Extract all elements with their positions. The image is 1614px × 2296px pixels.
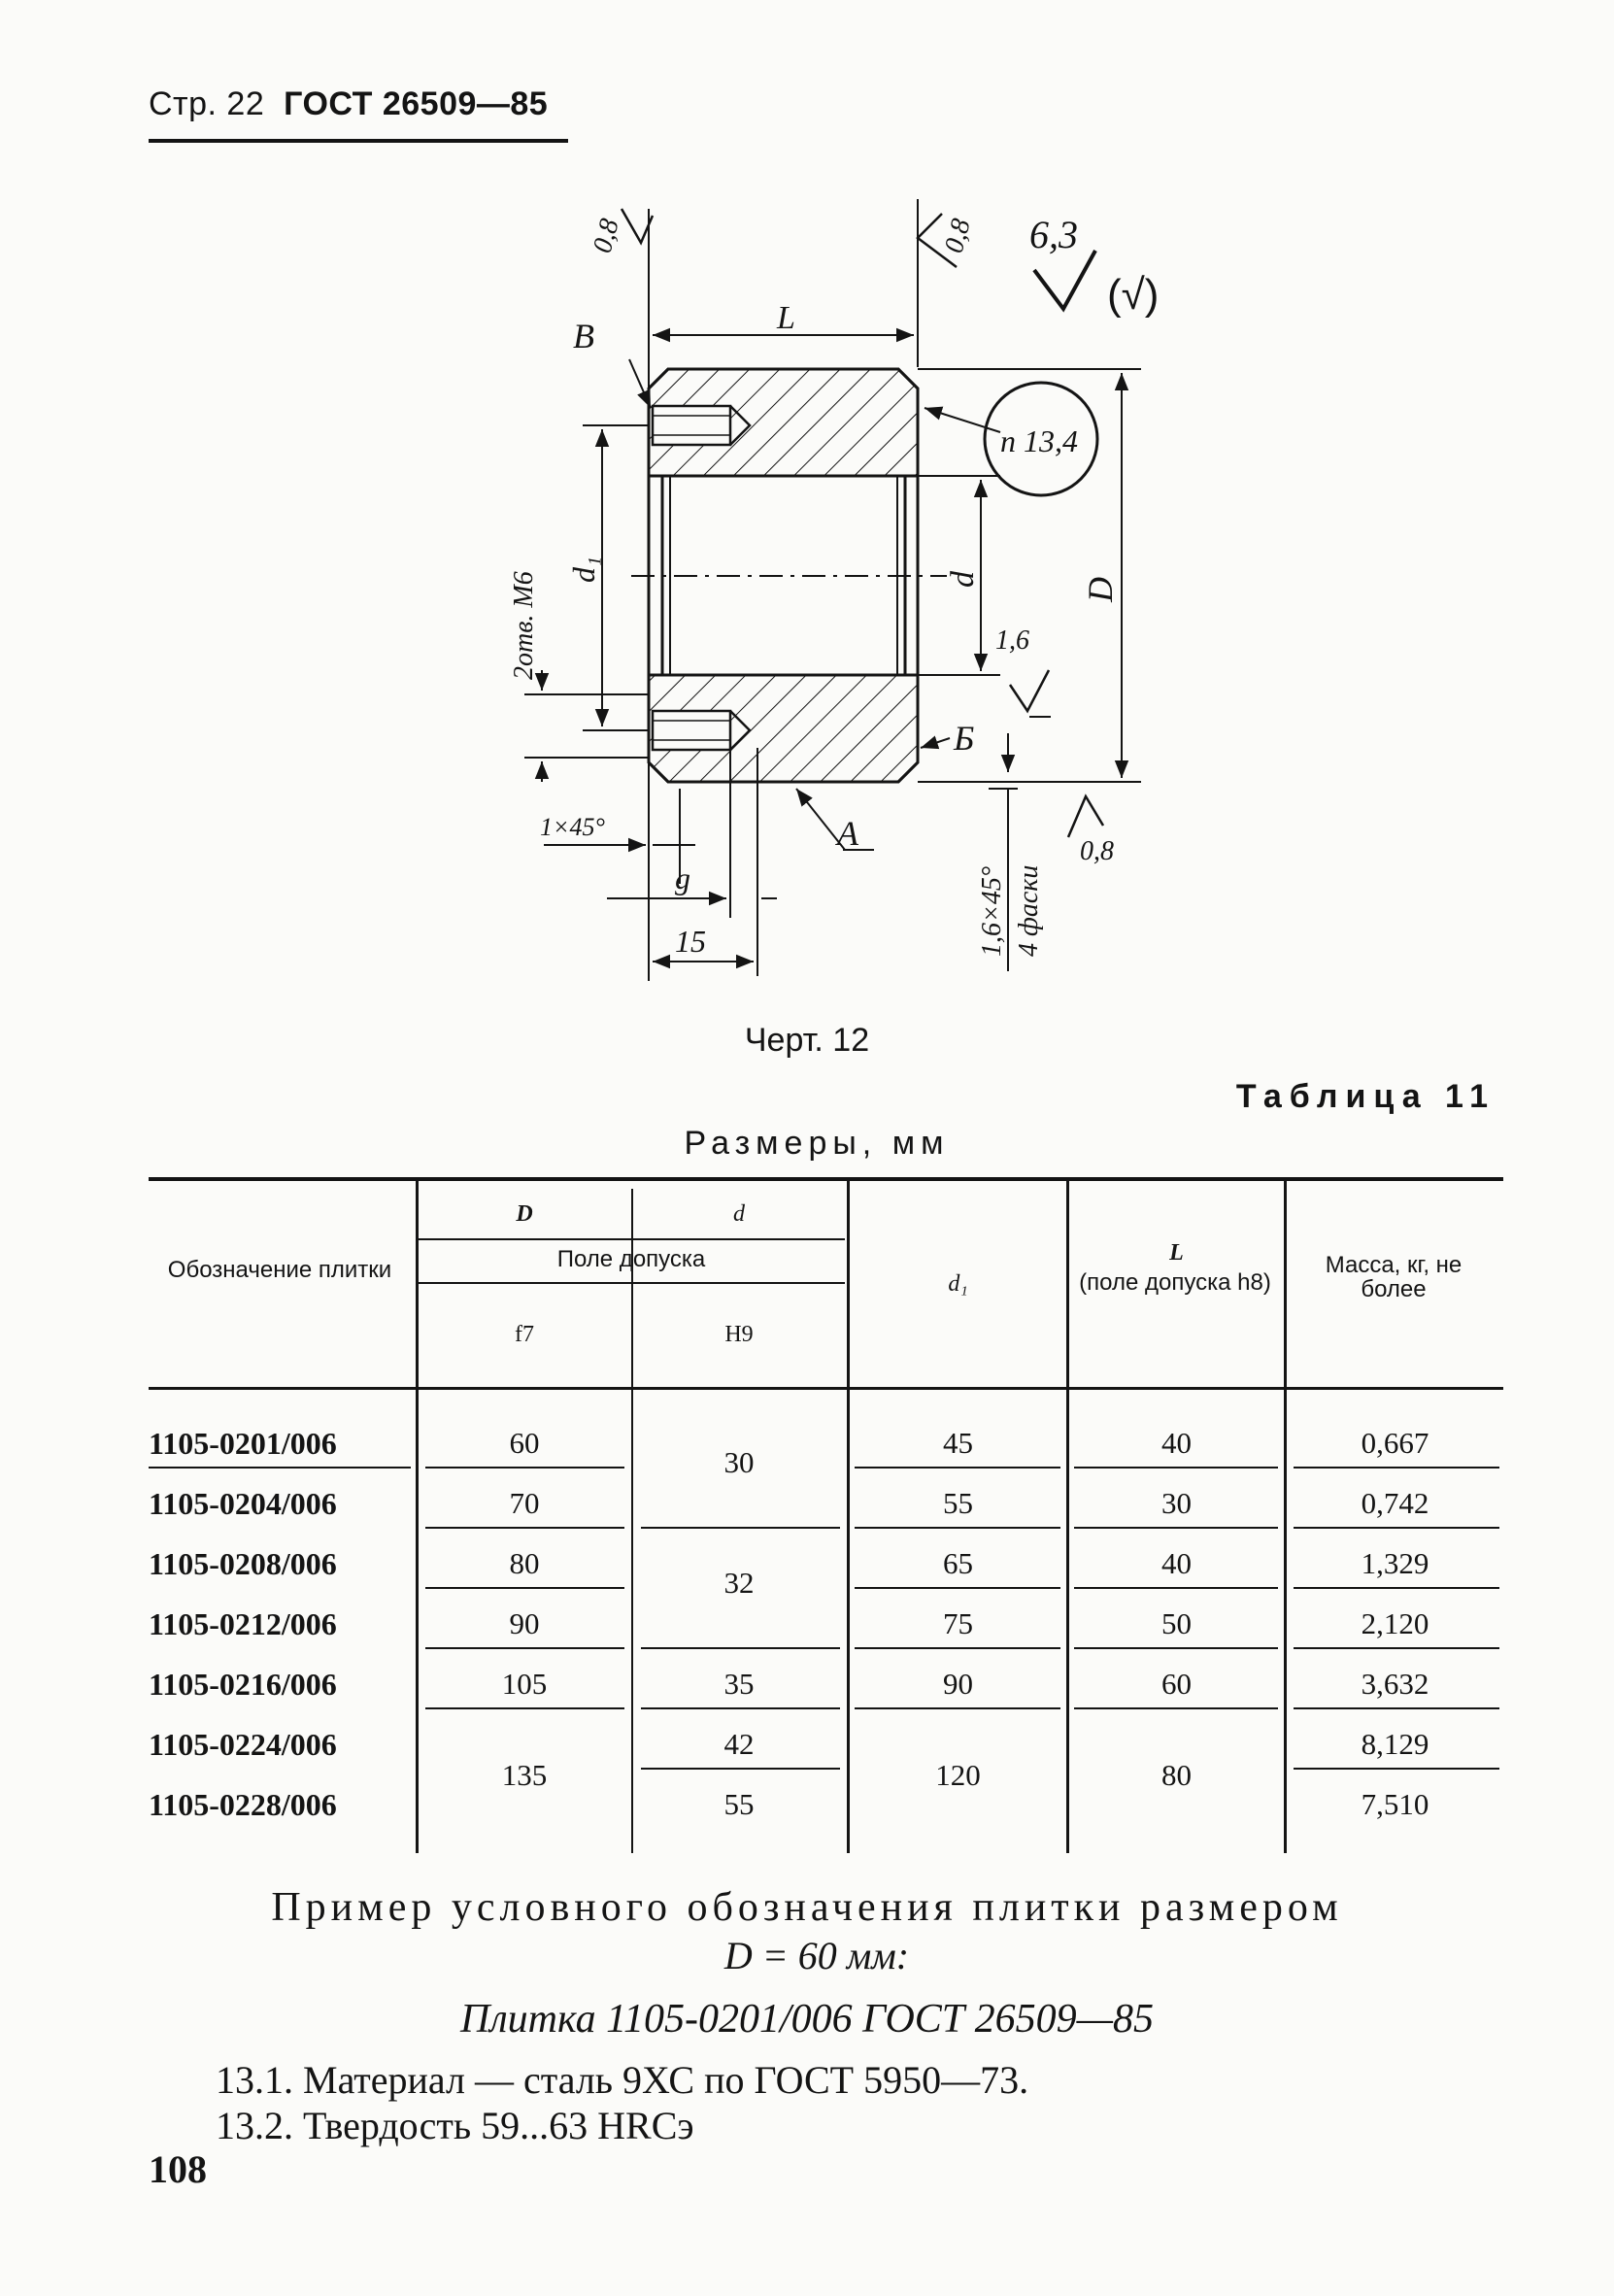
cell-L-5: 60 xyxy=(1161,1667,1192,1701)
table-header-rule xyxy=(149,1387,1503,1390)
cell-L-2: 30 xyxy=(1161,1486,1192,1520)
cell-D-3: 80 xyxy=(509,1546,540,1580)
label-d: d xyxy=(945,570,981,588)
cell-D-2: 70 xyxy=(509,1486,540,1520)
cell-L-6-7: 80 xyxy=(1161,1758,1192,1792)
row-designation-3: 1105-0208/006 xyxy=(149,1546,337,1581)
row-designation-2: 1105-0204/006 xyxy=(149,1486,337,1521)
label-D: D xyxy=(1081,577,1120,603)
label-B: Б xyxy=(953,719,974,758)
cell-d1-1: 45 xyxy=(943,1426,973,1460)
paragraph-13-1: 13.1. Материал — сталь 9ХС по ГОСТ 5950—… xyxy=(216,2058,1029,2102)
cell-mass-4: 2,120 xyxy=(1361,1606,1429,1640)
cell-L-4: 50 xyxy=(1161,1606,1192,1640)
page-number: 108 xyxy=(149,2147,207,2191)
label-rough-16: 1,6 xyxy=(995,625,1029,656)
cell-d1-5: 90 xyxy=(943,1667,973,1701)
row-designation-6: 1105-0224/006 xyxy=(149,1727,337,1762)
example-designation: Плитка 1105-0201/006 ГОСТ 26509—85 xyxy=(460,1997,1154,2042)
cell-D-4: 90 xyxy=(509,1606,540,1640)
cell-mass-6: 8,129 xyxy=(1361,1727,1429,1761)
figure-caption: Черт. 12 xyxy=(744,1022,870,1059)
page-label: Стр. 22 xyxy=(149,85,265,122)
cell-mass-5: 3,632 xyxy=(1361,1667,1429,1701)
cell-L-1: 40 xyxy=(1161,1426,1192,1460)
label-d1: d₁ xyxy=(566,557,601,583)
table-top-rule xyxy=(149,1177,1503,1181)
cell-d-6: 42 xyxy=(723,1727,755,1761)
row-designation-1: 1105-0201/006 xyxy=(149,1426,337,1461)
cell-L-3: 40 xyxy=(1161,1546,1192,1580)
label-15: 15 xyxy=(675,924,706,959)
roughness-symbol-right xyxy=(916,213,958,268)
row-designation-7: 1105-0228/006 xyxy=(149,1787,337,1822)
cell-d1-4: 75 xyxy=(943,1606,973,1640)
cell-D-6-7: 135 xyxy=(501,1758,548,1792)
cell-d1-3: 65 xyxy=(943,1546,973,1580)
cell-mass-1: 0,667 xyxy=(1361,1426,1429,1460)
paragraph-13-2: 13.2. Твердость 59...63 HRCэ xyxy=(216,2104,694,2147)
cell-mass-3: 1,329 xyxy=(1361,1546,1429,1580)
threaded-hole-top xyxy=(651,404,732,447)
table-units: Размеры, мм xyxy=(684,1125,950,1162)
label-V: В xyxy=(573,317,594,355)
bore xyxy=(660,474,907,677)
header-d: d xyxy=(733,1201,745,1227)
label-p134: п 13,4 xyxy=(1000,423,1078,458)
header-designation: Обозначение плитки xyxy=(167,1257,392,1283)
row-designation-4: 1105-0212/006 xyxy=(149,1606,337,1641)
page-header: Стр. 22 ГОСТ 26509—85 xyxy=(149,85,548,123)
label-rough-08-bottom: 0,8 xyxy=(1080,836,1114,866)
header-L-note: (поле допуска h8) xyxy=(1079,1269,1271,1296)
cell-d-7: 55 xyxy=(723,1787,755,1821)
roughness-symbol-bottom xyxy=(1066,793,1105,838)
cell-mass-7: 7,510 xyxy=(1361,1787,1429,1821)
header-rule xyxy=(149,139,568,143)
label-chamfer2: 1,6×45° xyxy=(977,866,1007,957)
cell-mass-2: 0,742 xyxy=(1361,1486,1429,1520)
label-holes: 2отв. М6 xyxy=(509,571,539,680)
label-chamfer2b: 4 фаски xyxy=(1014,865,1044,957)
cell-d-3-4: 32 xyxy=(723,1566,755,1600)
cell-d1-2: 55 xyxy=(943,1486,973,1520)
header-L: L xyxy=(1169,1240,1184,1266)
cell-d-5: 35 xyxy=(723,1667,755,1701)
cell-d-1-2: 30 xyxy=(723,1445,755,1479)
label-chamfer1: 1×45° xyxy=(540,813,605,841)
cell-D-5: 105 xyxy=(501,1667,548,1701)
header-f7: f7 xyxy=(515,1322,534,1347)
roughness-symbol-16 xyxy=(1008,669,1051,714)
header-d1: d₁ xyxy=(948,1271,968,1297)
roughness-symbol-main xyxy=(1032,250,1097,313)
technical-drawing: 0,8 0,8 6,3 (√) L В п 13,4 d₁ 2отв. М6 d… xyxy=(509,199,1159,981)
roughness-symbol-left xyxy=(620,208,655,246)
example-line-1: Пример условного обозначения плитки разм… xyxy=(271,1885,1343,1930)
example-line-2: D = 60 мм: xyxy=(723,1934,910,1977)
cell-d1-6-7: 120 xyxy=(935,1758,981,1792)
label-g: g xyxy=(675,861,690,895)
header-D: D xyxy=(516,1201,533,1227)
label-L: L xyxy=(776,300,795,336)
cell-D-1: 60 xyxy=(509,1426,540,1460)
label-rough-08-right: 0,8 xyxy=(939,216,977,256)
label-A: А xyxy=(835,814,859,853)
header-mass: Масса, кг, не более xyxy=(1325,1252,1463,1303)
header-tolerance-field: Поле допуска xyxy=(556,1246,706,1272)
callout-circle xyxy=(983,381,1099,497)
row-designation-5: 1105-0216/006 xyxy=(149,1667,337,1702)
table-label: Таблица 11 xyxy=(1235,1078,1496,1115)
threaded-hole-bottom xyxy=(651,709,732,752)
label-rough-check: (√) xyxy=(1107,271,1159,319)
header-H9: H9 xyxy=(724,1322,754,1347)
label-rough-08-left: 0,8 xyxy=(588,216,625,256)
standard-number: ГОСТ 26509—85 xyxy=(284,85,549,122)
label-rough-63: 6,3 xyxy=(1029,213,1078,256)
